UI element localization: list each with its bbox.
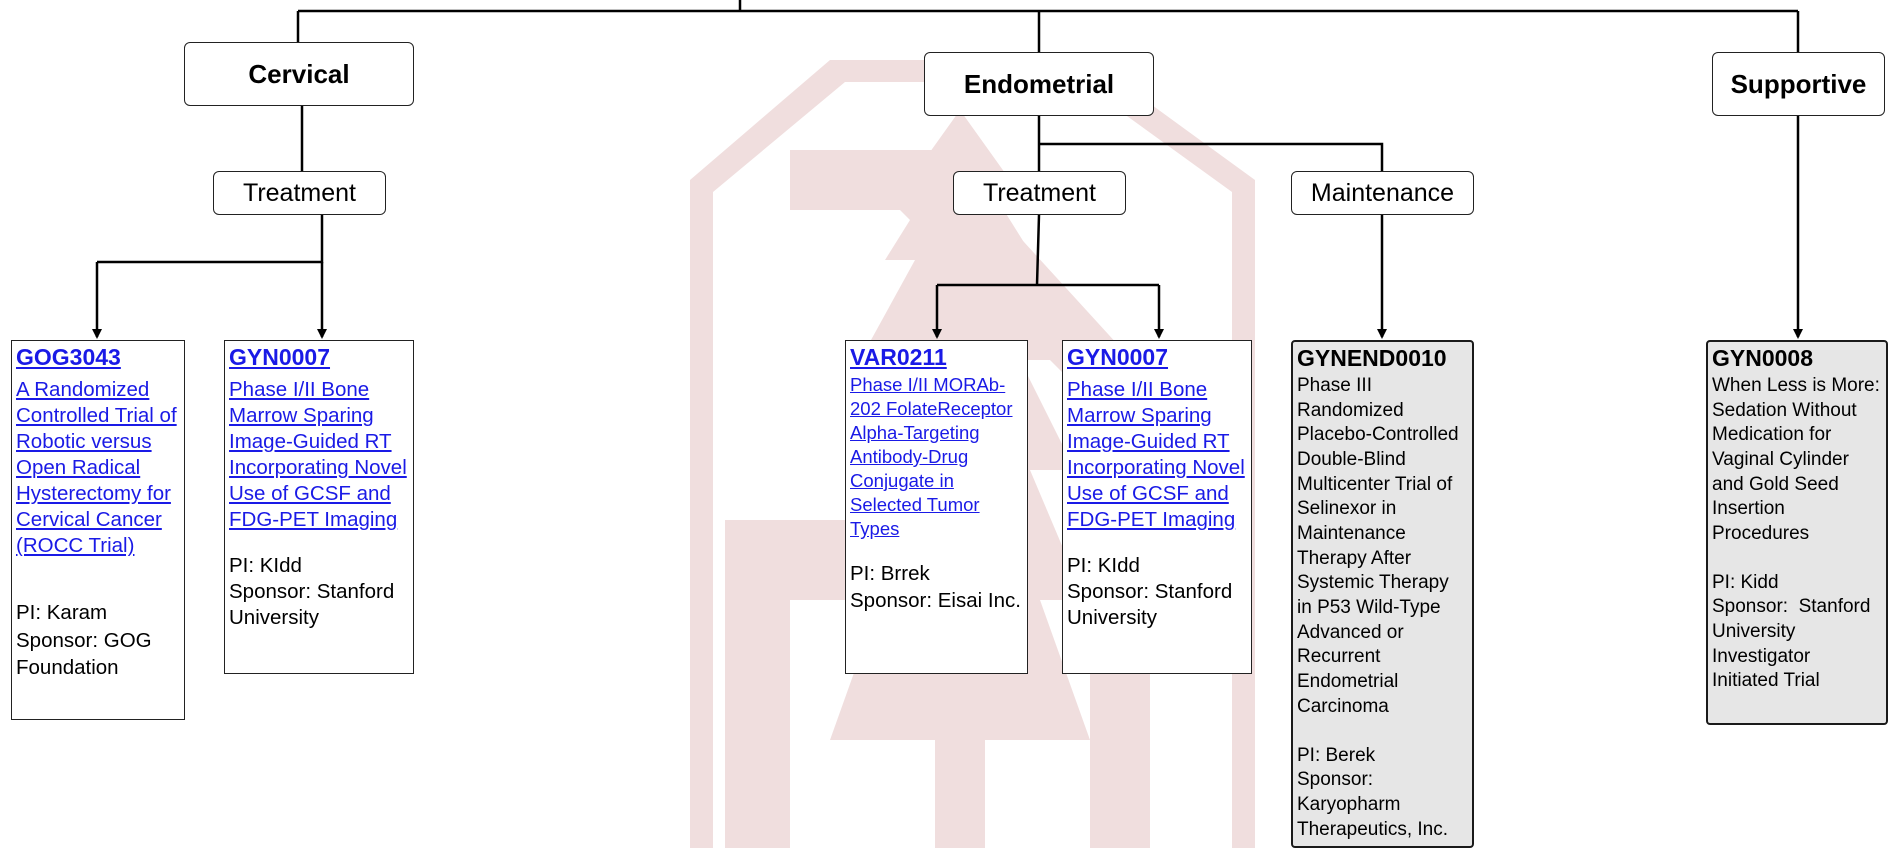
trial-pi: PI: KIdd bbox=[229, 554, 302, 578]
trial-pi: PI: Kidd bbox=[1712, 571, 1779, 593]
trial-id: GYN0008 bbox=[1712, 345, 1814, 371]
trial-pi: PI: Berek bbox=[1297, 744, 1376, 766]
trial-id-link[interactable]: GYN0007 bbox=[1067, 344, 1169, 370]
trial-title: When Less is More: Sedation Without Medi… bbox=[1712, 374, 1880, 545]
category-cervical: Cervical bbox=[184, 42, 414, 106]
trial-pi: PI: KIdd bbox=[1067, 554, 1140, 578]
trial-title-link[interactable]: Phase I/II Bone Marrow Sparing Image-Gui… bbox=[229, 377, 407, 532]
trial-card-gynend0010: GYNEND0010 Phase III Randomized Placebo-… bbox=[1291, 340, 1474, 848]
trial-pi: PI: Karam bbox=[16, 601, 108, 625]
category-endometrial: Endometrial bbox=[924, 52, 1154, 116]
trial-title-link[interactable]: A Randomized Controlled Trial of Robotic… bbox=[16, 377, 177, 558]
category-supportive: Supportive bbox=[1712, 52, 1885, 116]
trial-sponsor: Sponsor: Stanford University bbox=[229, 580, 395, 630]
trial-sponsor: Sponsor: GOG Foundation bbox=[16, 628, 152, 680]
trial-sponsor: Sponsor: Karyopharm Therapeutics, Inc. bbox=[1297, 769, 1449, 840]
trial-card-gyn0007-endometrial: GYN0007 Phase I/II Bone Marrow Sparing I… bbox=[1062, 340, 1252, 674]
trial-title-link[interactable]: Phase I/II Bone Marrow Sparing Image-Gui… bbox=[1067, 377, 1245, 532]
trial-card-gog3043: GOG3043 A Randomized Controlled Trial of… bbox=[11, 340, 185, 720]
trial-title: Phase III Randomized Placebo-Controlled … bbox=[1297, 374, 1459, 717]
trial-sponsor: Sponsor: Stanford University bbox=[1067, 580, 1233, 630]
endometrial-treatment-node: Treatment bbox=[953, 171, 1126, 215]
trial-card-gyn0008: GYN0008 When Less is More: Sedation With… bbox=[1706, 340, 1888, 725]
cervical-treatment-node: Treatment bbox=[213, 171, 386, 215]
line-endometrial-to-maintenance bbox=[1039, 142, 1384, 171]
trial-pi: PI: Brrek bbox=[850, 562, 930, 586]
trial-title-link[interactable]: Phase I/II MORAb-202 FolateReceptor Alph… bbox=[850, 373, 1013, 540]
trial-id-link[interactable]: GOG3043 bbox=[16, 344, 121, 370]
trial-card-gyn0007-cervical: GYN0007 Phase I/II Bone Marrow Sparing I… bbox=[224, 340, 414, 674]
trial-id: GYNEND0010 bbox=[1297, 345, 1447, 371]
line-cervical-treatment-branch bbox=[97, 215, 324, 264]
trial-card-var0211: VAR0211 Phase I/II MORAb-202 FolateRecep… bbox=[845, 340, 1028, 674]
trial-id-link[interactable]: GYN0007 bbox=[229, 344, 331, 370]
trial-sponsor: Sponsor: Stanford University Investigato… bbox=[1712, 596, 1876, 692]
endometrial-maintenance-node: Maintenance bbox=[1291, 171, 1474, 215]
trial-id-link[interactable]: VAR0211 bbox=[850, 344, 947, 370]
trial-sponsor: Sponsor: Eisai Inc. bbox=[850, 588, 1021, 612]
line-endometrial-treatment-branch bbox=[937, 214, 1159, 287]
